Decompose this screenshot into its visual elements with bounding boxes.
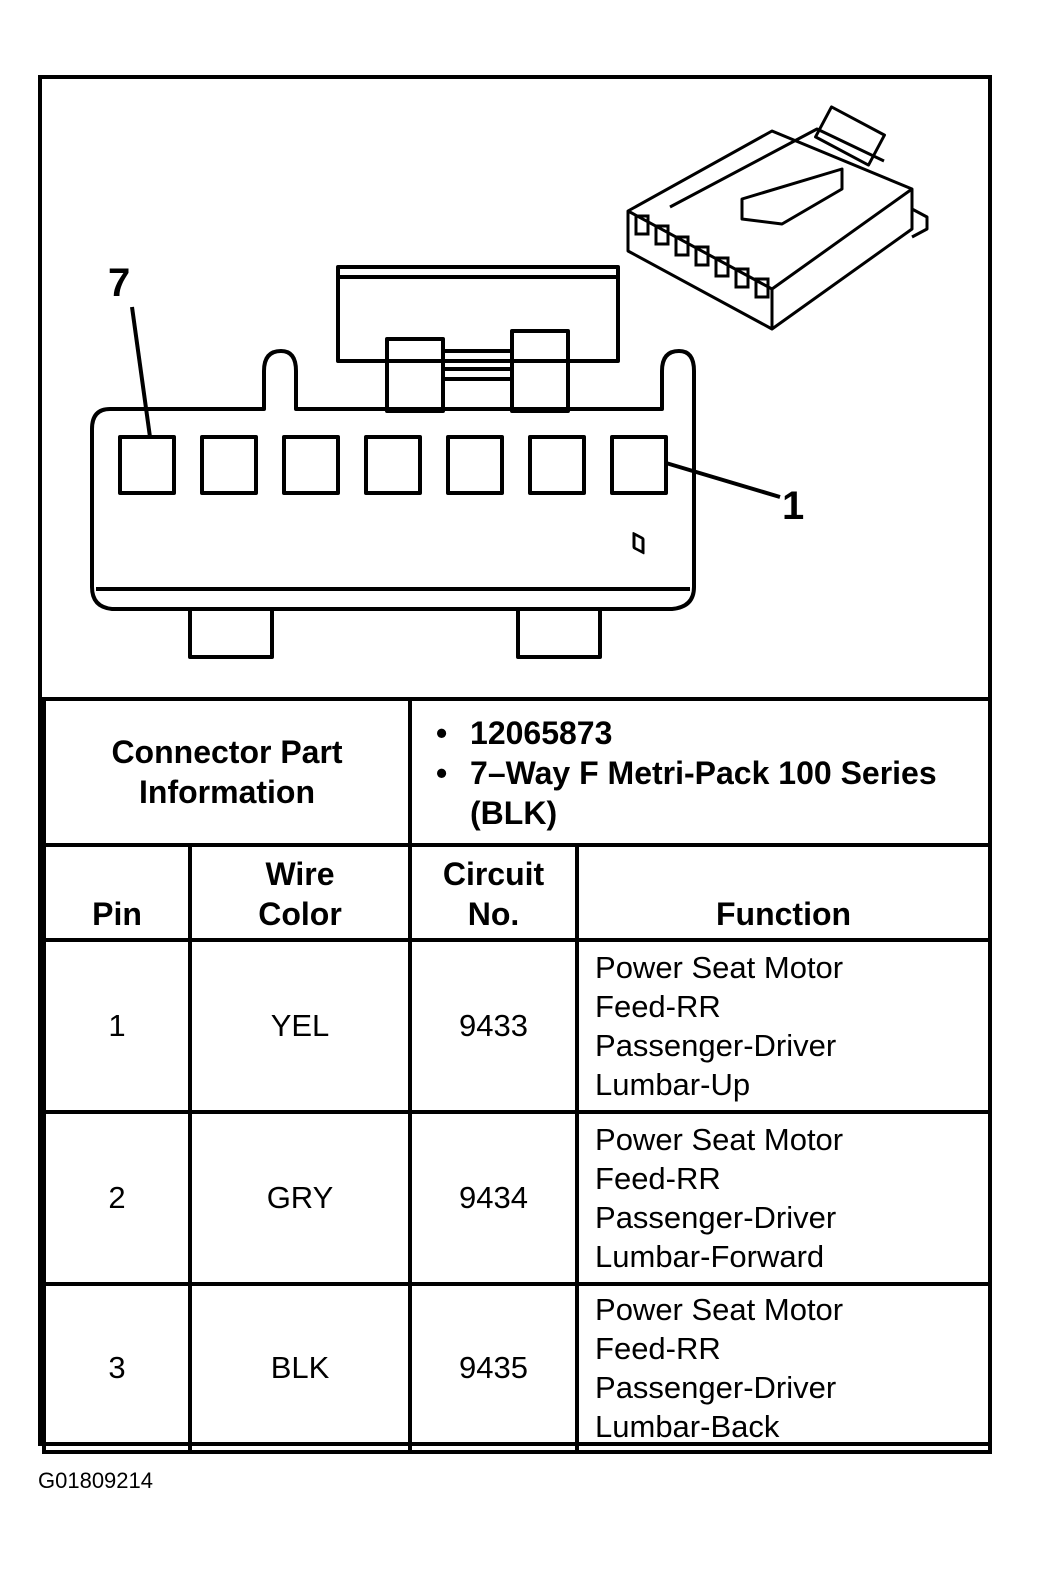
diagram-frame: 7 1 Connector Part Information 12065873 …	[38, 75, 993, 1454]
row-1-circuit: 9433	[408, 938, 580, 1114]
row-1-function: Power Seat Motor Feed-RR Passenger-Drive…	[575, 938, 993, 1114]
row-2-function-line: Feed-RR	[595, 1161, 721, 1196]
row-3-wire-color: BLK	[187, 1282, 413, 1454]
row-3-function-line: Passenger-Driver	[595, 1370, 837, 1405]
row-2-wire-color: GRY	[187, 1110, 413, 1286]
table-row: 2 GRY 9434 Power Seat Motor Feed-RR Pass…	[42, 1110, 993, 1286]
connector-info-values: 12065873 7–Way F Metri-Pack 100 Series (…	[408, 697, 993, 847]
row-3-function-line: Feed-RR	[595, 1331, 721, 1366]
header-pin: Pin	[42, 843, 192, 942]
row-3-pin: 3	[42, 1282, 192, 1454]
header-wire-color: Wire Color	[187, 843, 413, 942]
table-row: 3 BLK 9435 Power Seat Motor Feed-RR Pass…	[42, 1282, 993, 1454]
row-3-function-line: Power Seat Motor	[595, 1292, 844, 1327]
row-2-function: Power Seat Motor Feed-RR Passenger-Drive…	[575, 1110, 993, 1286]
row-1-wire-color: YEL	[187, 938, 413, 1114]
header-function: Function	[575, 843, 993, 942]
row-1-function-line: Passenger-Driver	[595, 1028, 837, 1063]
pin-7-callout: 7	[108, 261, 131, 305]
connector-diagram: 7 1	[42, 79, 988, 699]
connector-info-label-text: Connector Part Information	[111, 734, 343, 810]
header-circuit-no: Circuit No.	[408, 843, 580, 942]
row-1-pin: 1	[42, 938, 192, 1114]
row-3-circuit: 9435	[408, 1282, 580, 1454]
connector-info-row: Connector Part Information 12065873 7–Wa…	[41, 697, 993, 847]
pin-1-callout: 1	[782, 484, 805, 528]
row-3-function: Power Seat Motor Feed-RR Passenger-Drive…	[575, 1282, 993, 1454]
connector-description: 7–Way F Metri-Pack 100 Series (BLK)	[436, 753, 988, 833]
row-1-function-line: Power Seat Motor	[595, 950, 844, 985]
pinout-table: Connector Part Information 12065873 7–Wa…	[41, 697, 993, 1454]
connector-face-drawing	[90, 105, 929, 659]
row-2-circuit: 9434	[408, 1110, 580, 1286]
row-1-function-line: Feed-RR	[595, 989, 721, 1024]
table-header-row: Pin Wire Color Circuit No. Function	[42, 843, 993, 942]
row-2-function-line: Lumbar-Forward	[595, 1239, 825, 1274]
part-number: 12065873	[436, 713, 988, 753]
connector-info-label: Connector Part Information	[41, 697, 413, 847]
row-2-pin: 2	[42, 1110, 192, 1286]
figure-id: G01809214	[38, 1468, 153, 1493]
table-row: 1 YEL 9433 Power Seat Motor Feed-RR Pass…	[42, 938, 993, 1114]
row-3-function-line: Lumbar-Back	[595, 1409, 780, 1444]
row-2-function-line: Power Seat Motor	[595, 1122, 844, 1157]
row-2-function-line: Passenger-Driver	[595, 1200, 837, 1235]
row-1-function-line: Lumbar-Up	[595, 1067, 751, 1102]
